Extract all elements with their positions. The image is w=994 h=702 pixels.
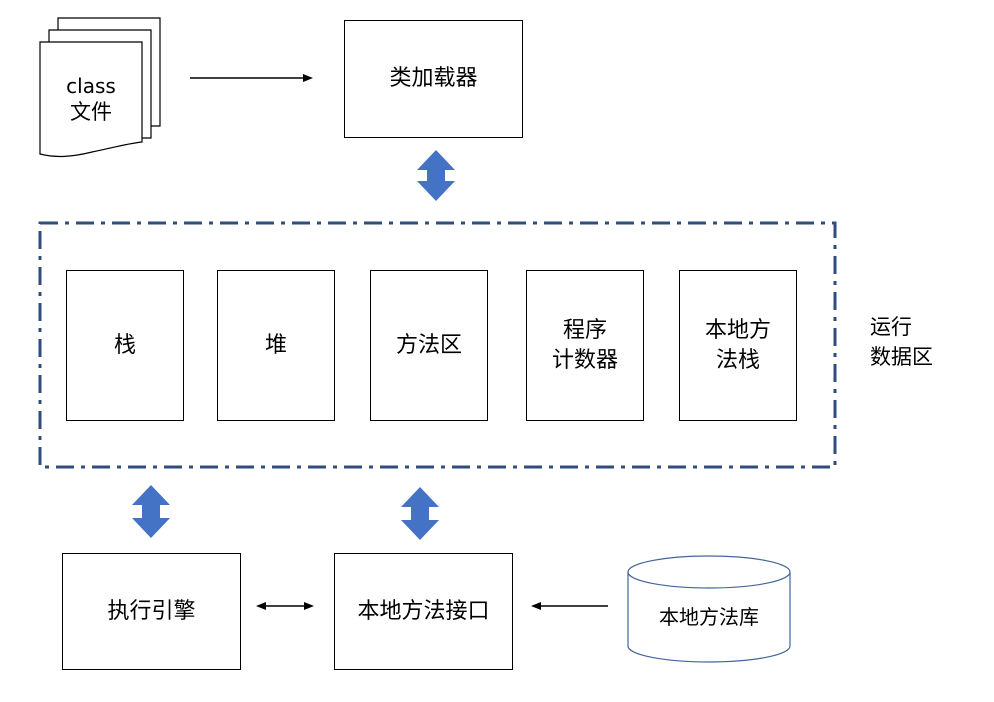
method-area-box: 方法区: [370, 270, 488, 421]
runtime-area-label: 运行 数据区: [870, 315, 933, 369]
double-arrow-runtime-engine: [132, 485, 170, 538]
execution-engine-box: 执行引擎: [62, 553, 241, 670]
runtime-area-border: [38, 221, 837, 469]
native-method-stack-box: 本地方 法栈: [679, 270, 797, 421]
method-area-label: 方法区: [395, 332, 462, 358]
heap-label: 堆: [264, 332, 287, 358]
native-method-stack-label: 本地方 法栈: [704, 317, 771, 373]
class-loader-label: 类加载器: [389, 66, 478, 91]
native-library-label: 本地方法库: [659, 605, 759, 629]
native-library-cylinder: [627, 555, 791, 663]
native-interface-box: 本地方法接口: [334, 553, 513, 670]
program-counter-box: 程序 计数器: [526, 270, 644, 421]
execution-engine-label: 执行引擎: [107, 598, 196, 624]
double-arrow-loader-runtime: [417, 150, 455, 201]
class-file-label-line1: class: [66, 74, 116, 98]
stack-label: 栈: [113, 332, 136, 358]
program-counter-label: 程序 计数器: [551, 317, 618, 373]
class-loader-box: 类加载器: [344, 20, 523, 138]
arrow-engine-interface: [256, 602, 314, 610]
native-interface-label: 本地方法接口: [357, 598, 490, 624]
heap-box: 堆: [217, 270, 335, 421]
class-file-label-line2: 文件: [70, 100, 112, 124]
stack-box: 栈: [66, 270, 184, 421]
class-file-pages: [39, 17, 161, 158]
arrow-library-to-interface: [531, 602, 608, 610]
double-arrow-runtime-interface: [401, 487, 439, 540]
arrow-file-to-loader: [190, 74, 313, 82]
